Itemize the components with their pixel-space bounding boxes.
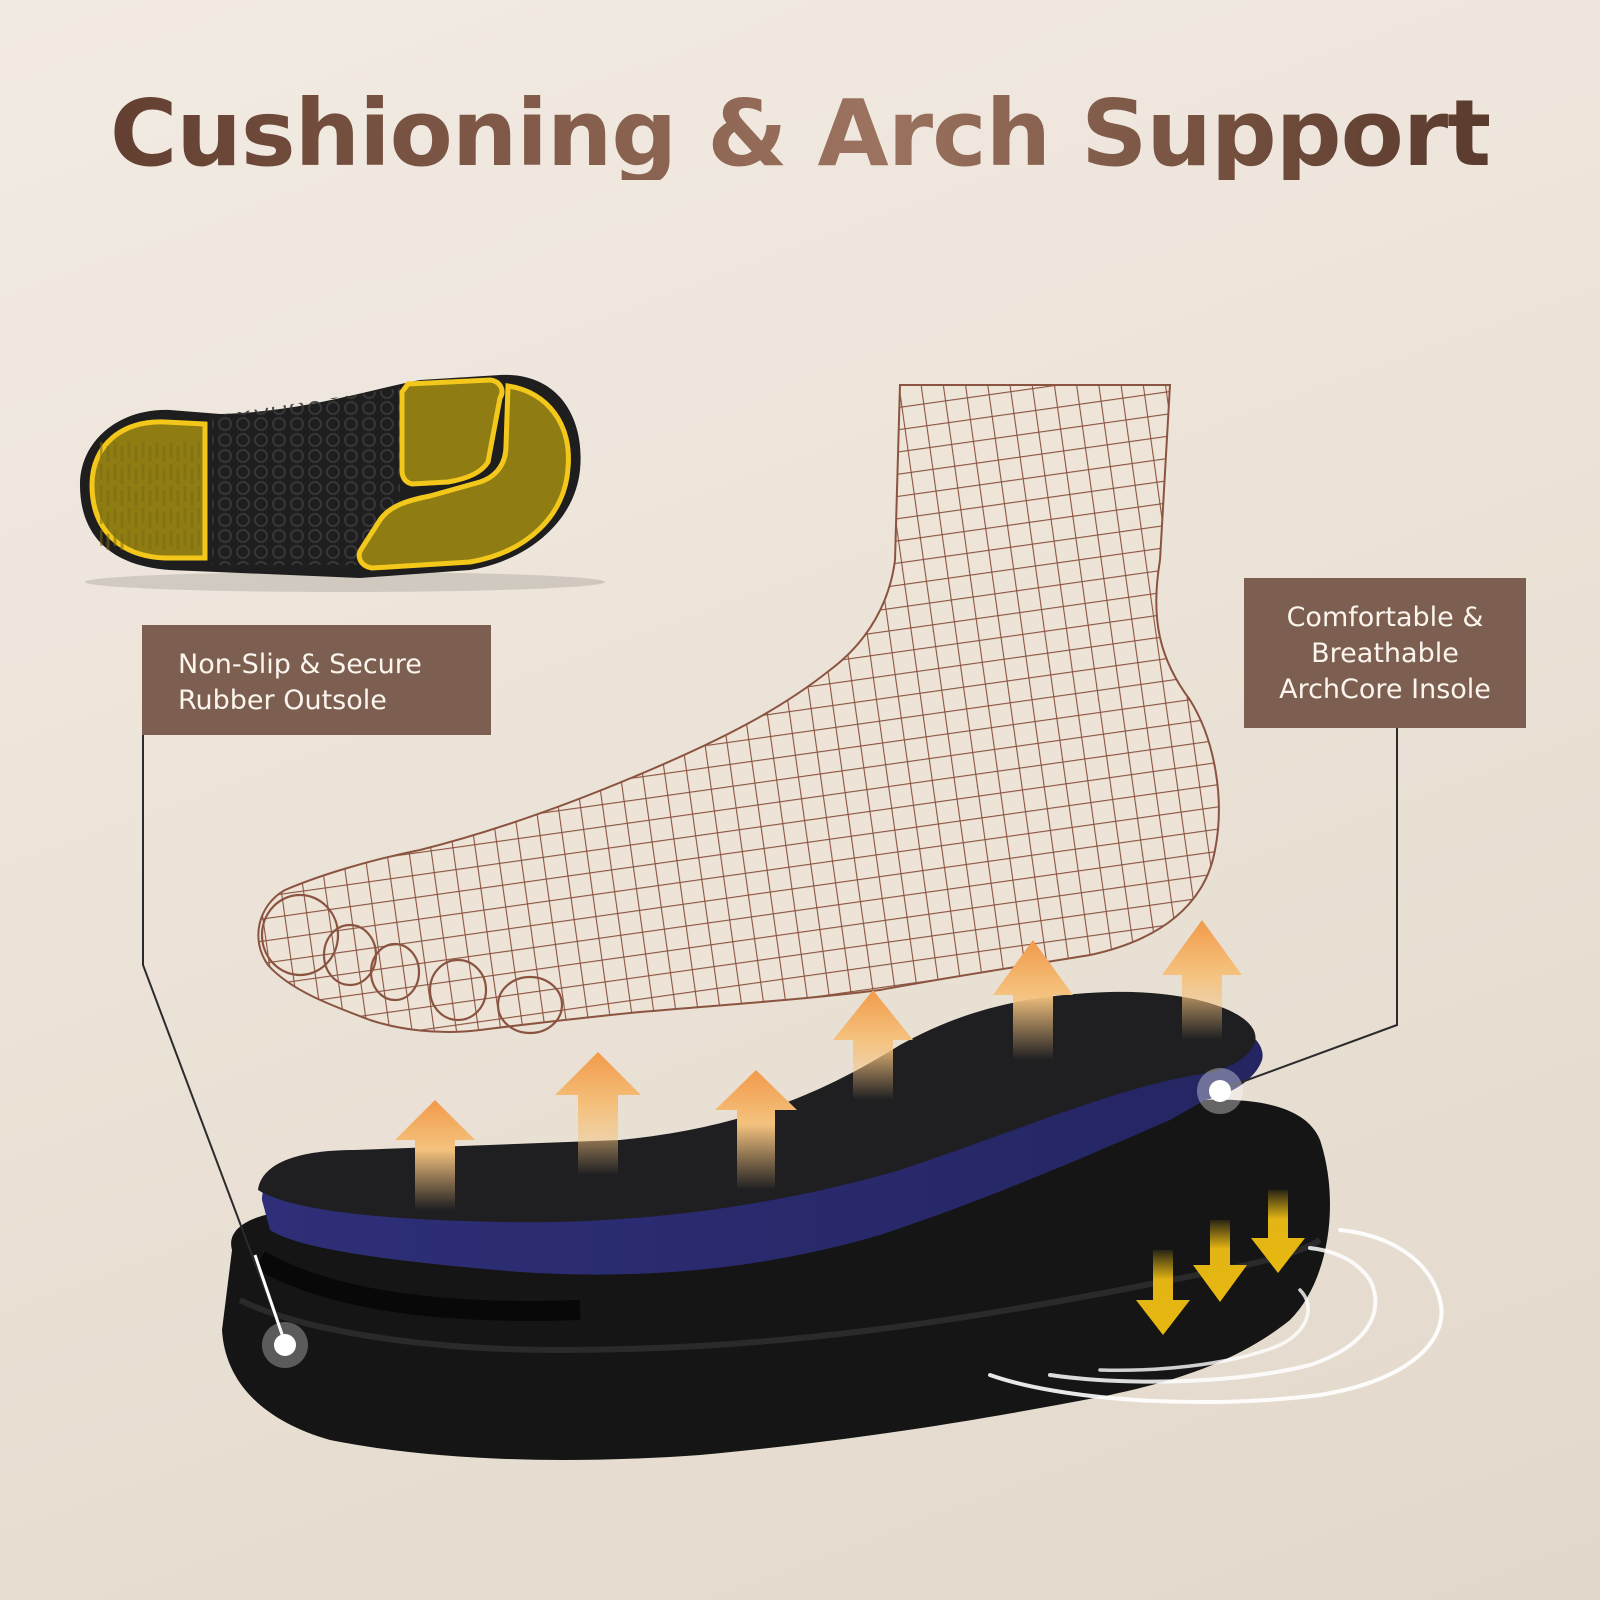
up-arrow-icon: [833, 990, 913, 1100]
up-arrow-icon: [715, 1070, 797, 1190]
up-arrow-icon: [395, 1100, 475, 1210]
leader-insole: [1197, 728, 1398, 1114]
page-title: Cushioning & Arch Support: [0, 88, 1600, 180]
callout-insole-line-2: Breathable: [1311, 638, 1459, 669]
marker-insole-dot: [1209, 1080, 1231, 1102]
callout-insole: Comfortable & Breathable ArchCore Insole: [1244, 578, 1526, 728]
callout-insole-line-3: ArchCore Insole: [1279, 674, 1491, 705]
leader-outsole: [142, 735, 308, 1368]
marker-outsole-dot: [274, 1334, 296, 1356]
callout-insole-line-1: Comfortable &: [1286, 602, 1484, 633]
down-arrow-icon: [1251, 1190, 1305, 1273]
up-arrow-icon: [1162, 920, 1242, 1040]
callout-outsole: Non-Slip & Secure Rubber Outsole: [142, 625, 491, 735]
up-arrows: [395, 920, 1242, 1210]
down-arrows: [1136, 1190, 1305, 1335]
up-arrow-icon: [555, 1052, 641, 1175]
down-arrow-icon: [1193, 1220, 1247, 1302]
down-arrow-icon: [1136, 1250, 1190, 1335]
callout-outsole-line-2: Rubber Outsole: [178, 685, 387, 716]
outsole-bottom-view: [80, 374, 605, 592]
impact-rings: [988, 1228, 1444, 1405]
wireframe-foot: [257, 384, 1220, 1035]
toes: [260, 893, 564, 1035]
up-arrow-icon: [993, 940, 1073, 1060]
callout-outsole-line-1: Non-Slip & Secure: [178, 649, 422, 680]
